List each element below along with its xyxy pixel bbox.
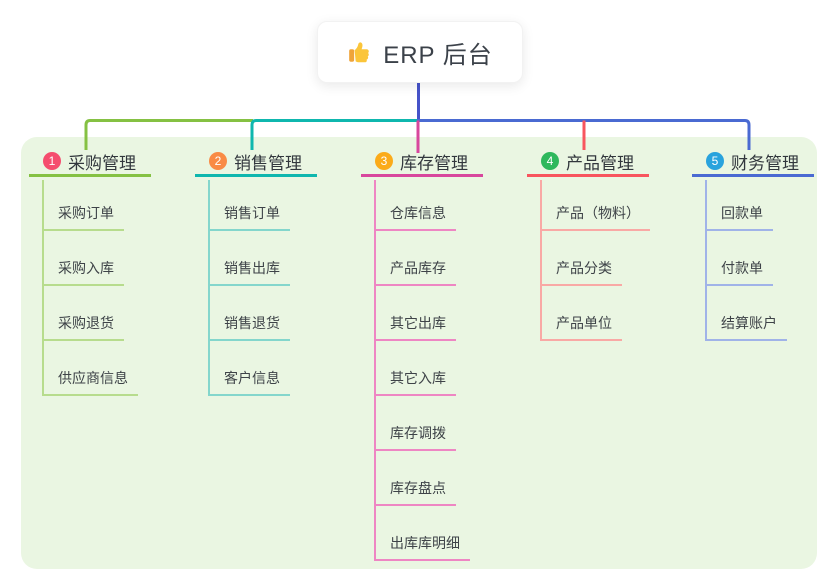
child-node[interactable]: 客户信息	[208, 370, 290, 396]
child-node[interactable]: 仓库信息	[374, 205, 456, 231]
child-node[interactable]: 其它入库	[374, 370, 456, 396]
child-node[interactable]: 结算账户	[705, 315, 787, 341]
child-node[interactable]: 付款单	[705, 260, 773, 286]
child-node[interactable]: 出库库明细	[374, 535, 470, 561]
branch-children-line	[705, 180, 707, 341]
child-node[interactable]: 库存盘点	[374, 480, 456, 506]
child-node[interactable]: 产品单位	[540, 315, 622, 341]
branch-number-badge: 3	[375, 152, 393, 170]
branch-number-badge: 2	[209, 152, 227, 170]
child-node[interactable]: 产品库存	[374, 260, 456, 286]
branch-children-line	[42, 180, 44, 396]
branch-node-product[interactable]: 4 产品管理	[527, 148, 649, 177]
child-node[interactable]: 产品（物料）	[540, 205, 650, 231]
branch-node-finance[interactable]: 5 财务管理	[692, 148, 814, 177]
child-node[interactable]: 销售退货	[208, 315, 290, 341]
branch-number-badge: 1	[43, 152, 61, 170]
child-node[interactable]: 采购订单	[42, 205, 124, 231]
branch-children-line	[540, 180, 542, 341]
branch-inventory: 3 库存管理 仓库信息 产品库存 其它出库 其它入库 库存调拨 库存盘点 出库库…	[361, 148, 531, 561]
child-node[interactable]: 其它出库	[374, 315, 456, 341]
branch-number-badge: 4	[541, 152, 559, 170]
branch-label: 库存管理	[400, 153, 468, 173]
child-node[interactable]: 采购入库	[42, 260, 124, 286]
mindmap-canvas-panel	[21, 137, 817, 569]
child-node[interactable]: 销售订单	[208, 205, 290, 231]
branch-label: 产品管理	[566, 153, 634, 173]
branch-node-procurement[interactable]: 1 采购管理	[29, 148, 151, 177]
child-node[interactable]: 销售出库	[208, 260, 290, 286]
branch-children-line	[374, 180, 376, 561]
root-node[interactable]: ERP 后台	[317, 21, 523, 83]
branch-node-inventory[interactable]: 3 库存管理	[361, 148, 483, 177]
branch-sales: 2 销售管理 销售订单 销售出库 销售退货 客户信息	[195, 148, 365, 396]
branch-children-line	[208, 180, 210, 396]
child-node[interactable]: 产品分类	[540, 260, 622, 286]
branch-node-sales[interactable]: 2 销售管理	[195, 148, 317, 177]
branch-label: 销售管理	[234, 153, 302, 173]
child-node[interactable]: 采购退货	[42, 315, 124, 341]
thumbs-up-icon	[349, 42, 369, 63]
root-title: ERP 后台	[383, 41, 493, 69]
branch-procurement: 1 采购管理 采购订单 采购入库 采购退货 供应商信息	[29, 148, 199, 396]
branch-label: 采购管理	[68, 153, 136, 173]
branch-label: 财务管理	[731, 153, 799, 173]
child-node[interactable]: 库存调拨	[374, 425, 456, 451]
child-node[interactable]: 供应商信息	[42, 370, 138, 396]
child-node[interactable]: 回款单	[705, 205, 773, 231]
branch-finance: 5 财务管理 回款单 付款单 结算账户	[692, 148, 839, 341]
branch-number-badge: 5	[706, 152, 724, 170]
branch-product: 4 产品管理 产品（物料） 产品分类 产品单位	[527, 148, 697, 341]
